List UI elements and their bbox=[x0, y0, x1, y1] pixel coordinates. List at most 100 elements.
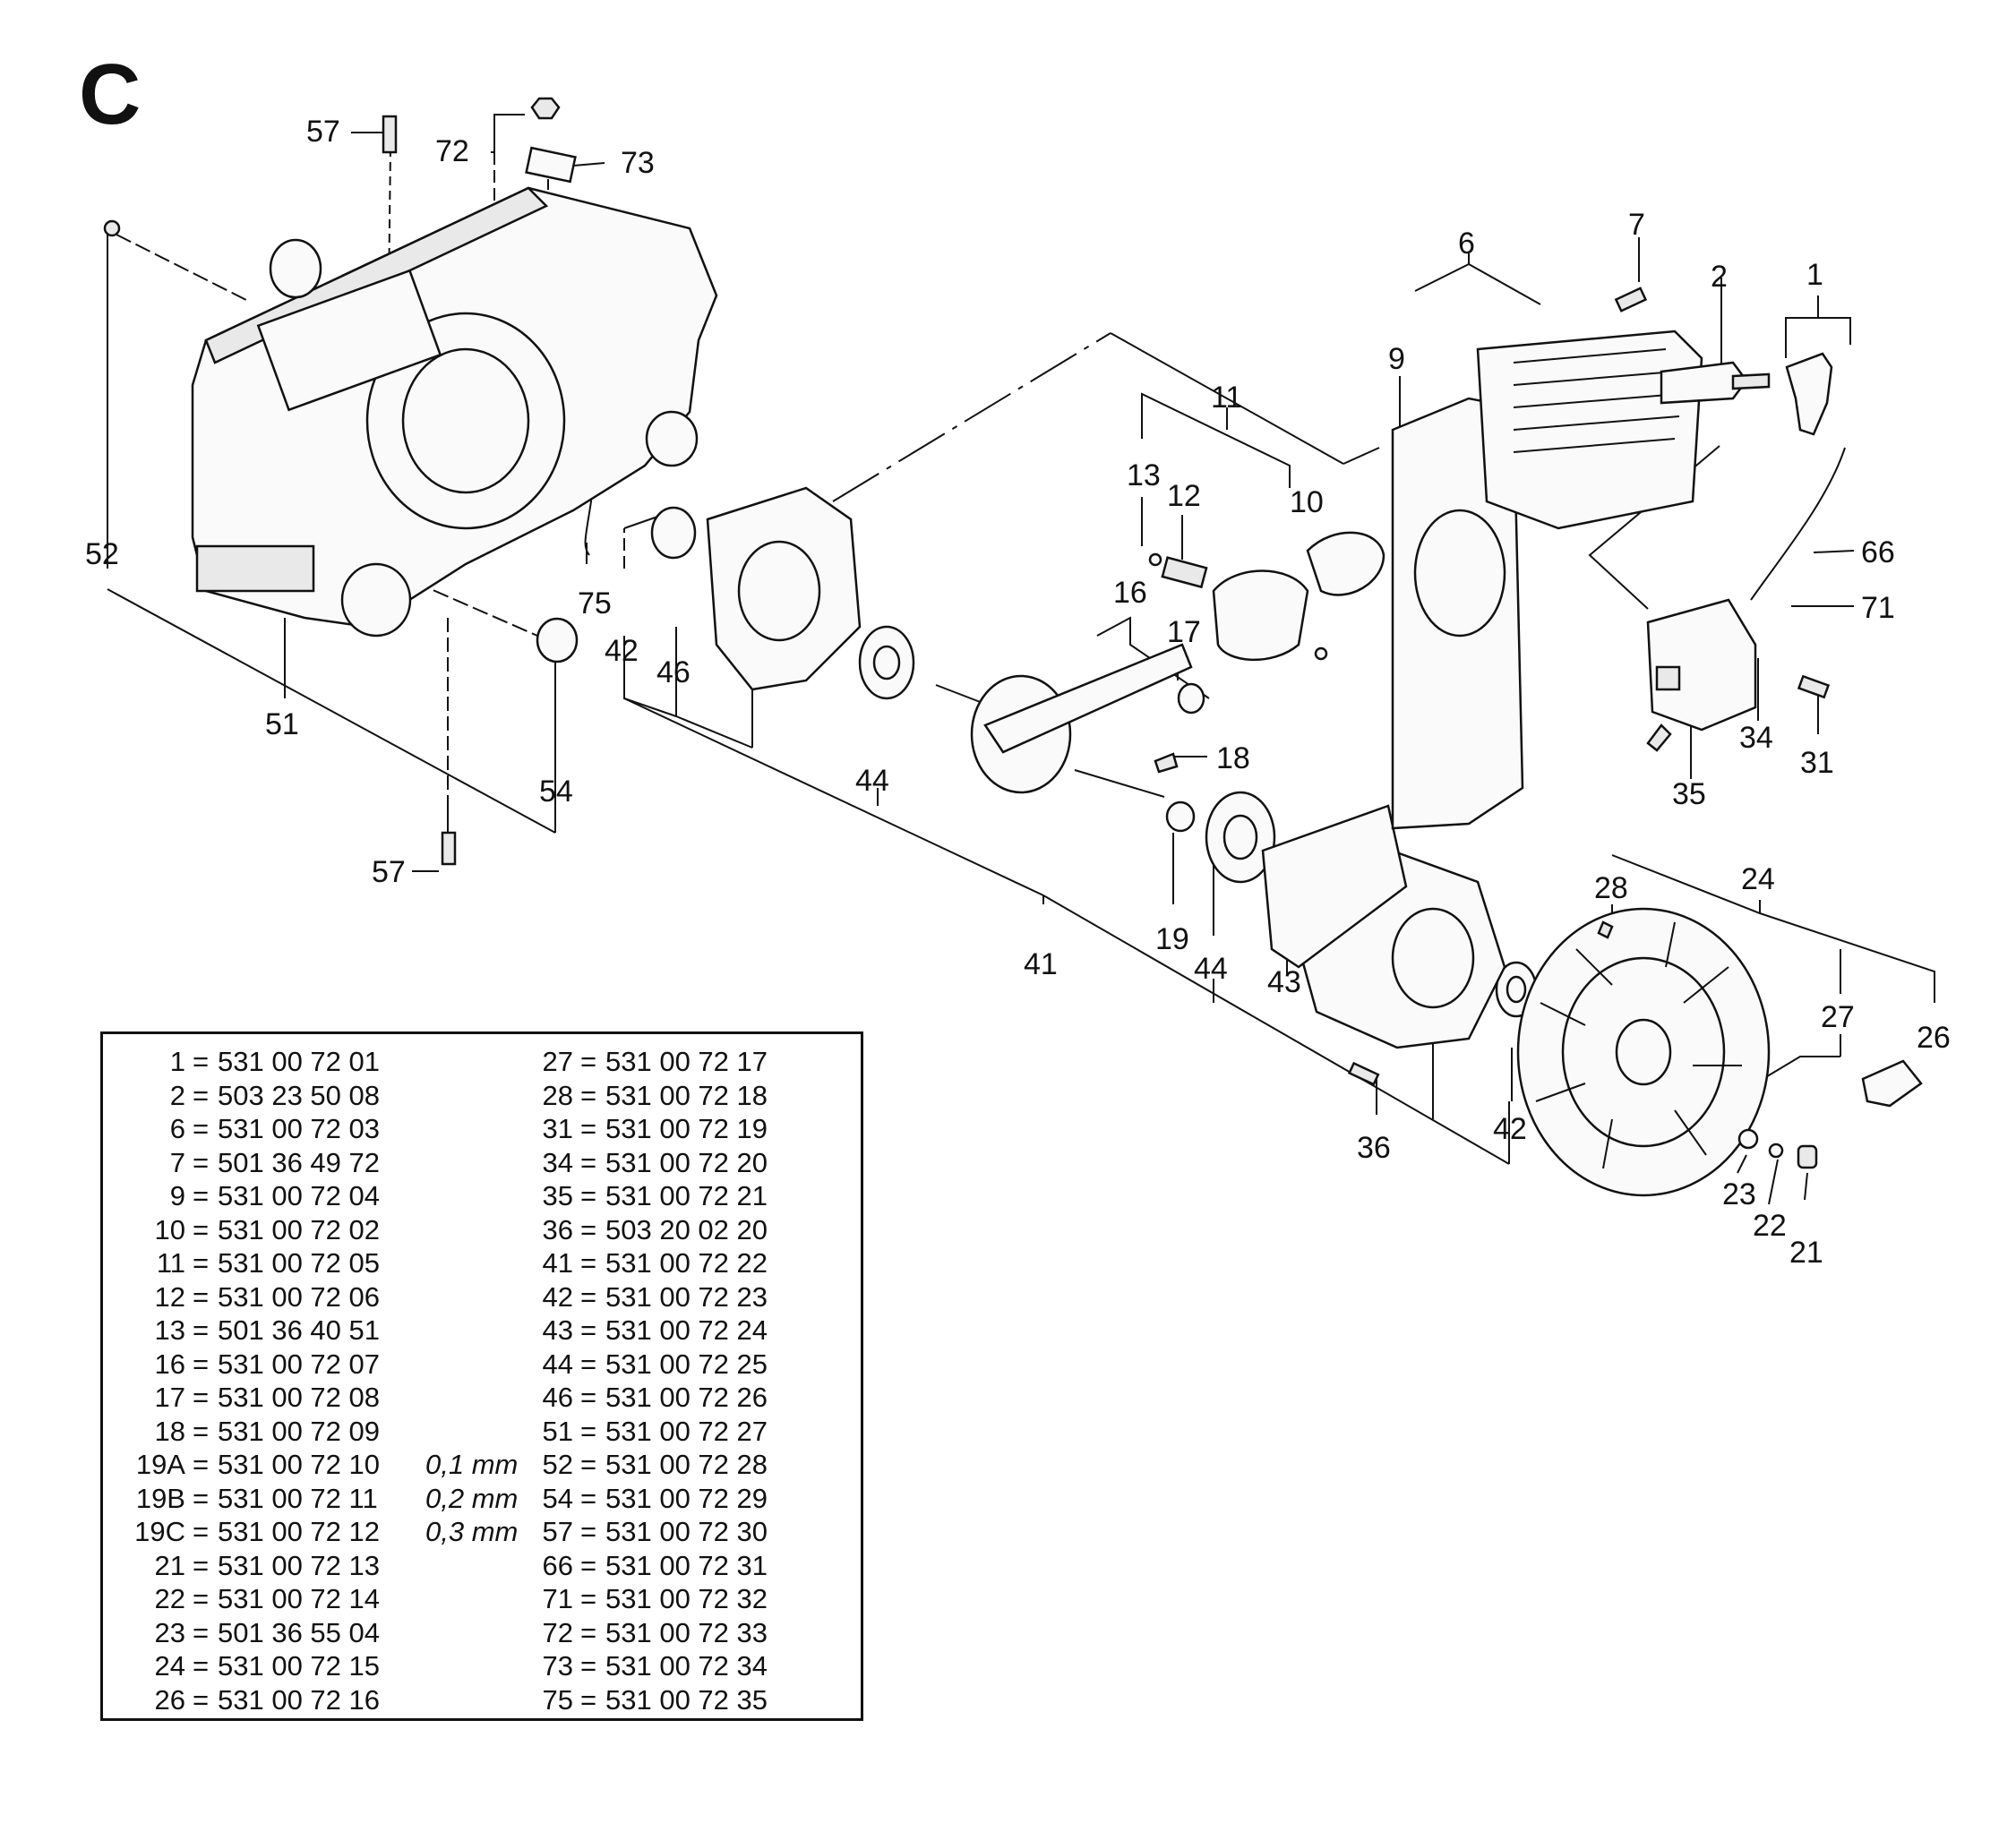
part-ref: 16 bbox=[154, 1348, 185, 1380]
equals-sign: = bbox=[580, 1314, 597, 1346]
parts-table-row: 44=531 00 72 25 bbox=[497, 1348, 864, 1382]
parts-table-row: 12=531 00 72 06 bbox=[103, 1280, 497, 1314]
parts-table-row: 35=531 00 72 21 bbox=[497, 1179, 864, 1213]
equals-sign: = bbox=[580, 1583, 597, 1614]
part-ref: 46 bbox=[542, 1382, 573, 1413]
part-ref: 34 bbox=[542, 1146, 573, 1178]
equals-sign: = bbox=[193, 1415, 210, 1447]
callout-23: 23 bbox=[1722, 1177, 1756, 1211]
ignition-module-part bbox=[1646, 598, 1757, 752]
parts-table-row: 51=531 00 72 27 bbox=[497, 1415, 864, 1449]
callout-13: 13 bbox=[1127, 458, 1161, 492]
part-number: 503 20 02 20 bbox=[605, 1213, 768, 1245]
part-ref: 44 bbox=[542, 1348, 573, 1380]
callout-71: 72 bbox=[435, 134, 469, 168]
parts-table-row: 16=531 00 72 07 bbox=[103, 1348, 497, 1382]
parts-table-row: 54=531 00 72 29 bbox=[497, 1482, 864, 1516]
leader-lines bbox=[107, 114, 1935, 1205]
equals-sign: = bbox=[193, 1247, 210, 1279]
part-ref: 23 bbox=[154, 1616, 185, 1648]
parts-table-row: 23=501 36 55 04 bbox=[103, 1616, 497, 1650]
part-number: 531 00 72 26 bbox=[605, 1382, 768, 1413]
equals-sign: = bbox=[193, 1449, 210, 1480]
parts-table-row: 75=531 00 72 35 bbox=[497, 1683, 864, 1717]
part-number: 531 00 72 30 bbox=[605, 1516, 768, 1547]
part-ref: 22 bbox=[154, 1583, 185, 1614]
equals-sign: = bbox=[580, 1079, 597, 1111]
part-ref: 26 bbox=[154, 1683, 185, 1716]
callout-54: 54 bbox=[539, 775, 573, 809]
callout-18: 18 bbox=[1216, 741, 1250, 775]
parts-table-row: 26=531 00 72 16 bbox=[103, 1683, 497, 1717]
parts-table-row: 1=531 00 72 01 bbox=[103, 1045, 497, 1079]
part-number: 531 00 72 27 bbox=[605, 1415, 768, 1447]
callout-12: 12 bbox=[1167, 479, 1201, 513]
part-note: 0,2 mm bbox=[425, 1482, 519, 1514]
callout-1: 1 bbox=[1806, 258, 1823, 292]
parts-table-row: 73=531 00 72 34 bbox=[497, 1649, 864, 1683]
callout-34: 34 bbox=[1739, 721, 1773, 755]
equals-sign: = bbox=[193, 1079, 210, 1111]
crankcase-half-parts bbox=[706, 486, 1506, 1049]
part-ref: 41 bbox=[542, 1247, 573, 1279]
part-number: 531 00 72 12 bbox=[218, 1516, 381, 1547]
equals-sign: = bbox=[193, 1549, 210, 1581]
callout-42-lower: 42 bbox=[1493, 1112, 1527, 1146]
callout-26: 26 bbox=[1917, 1021, 1951, 1055]
callout-44-lower: 44 bbox=[1194, 952, 1228, 986]
equals-sign: = bbox=[193, 1683, 210, 1716]
callout-57-bottom: 57 bbox=[372, 855, 406, 889]
crankcase-part bbox=[191, 186, 718, 638]
part-ref: 13 bbox=[154, 1314, 185, 1346]
equals-sign: = bbox=[580, 1113, 597, 1144]
equals-sign: = bbox=[193, 1616, 210, 1648]
part-number: 503 23 50 08 bbox=[218, 1079, 381, 1111]
part-ref: 10 bbox=[154, 1213, 185, 1245]
part-number: 531 00 72 35 bbox=[605, 1683, 768, 1716]
part-ref: 27 bbox=[542, 1046, 573, 1077]
callout-35: 35 bbox=[1672, 777, 1706, 811]
part-note: 0,1 mm bbox=[425, 1449, 519, 1480]
parts-table-row: 18=531 00 72 09 bbox=[103, 1415, 497, 1449]
parts-table-row: 2=503 23 50 08 bbox=[103, 1079, 497, 1113]
callout-66: 66 bbox=[1861, 535, 1895, 569]
part-ref: 7 bbox=[169, 1146, 185, 1178]
parts-table-row: 28=531 00 72 18 bbox=[497, 1079, 864, 1113]
equals-sign: = bbox=[193, 1650, 210, 1682]
callout-42-left: 42 bbox=[605, 634, 639, 668]
cylinder-and-gasket-parts bbox=[1391, 330, 1846, 830]
part-number: 531 00 72 32 bbox=[605, 1583, 768, 1614]
part-ref: 6 bbox=[169, 1113, 185, 1144]
part-number: 531 00 72 13 bbox=[218, 1549, 381, 1581]
part-ref: 24 bbox=[154, 1650, 185, 1682]
callout-16: 16 bbox=[1113, 576, 1147, 610]
equals-sign: = bbox=[580, 1650, 597, 1682]
equals-sign: = bbox=[193, 1213, 210, 1245]
part-ref: 19A bbox=[135, 1449, 185, 1480]
part-number: 531 00 72 19 bbox=[605, 1113, 768, 1144]
callout-22: 22 bbox=[1753, 1209, 1787, 1243]
equals-sign: = bbox=[580, 1616, 597, 1648]
callout-27: 27 bbox=[1821, 1000, 1855, 1034]
part-ref: 72 bbox=[542, 1616, 573, 1648]
equals-sign: = bbox=[193, 1280, 210, 1313]
callout-17: 17 bbox=[1167, 615, 1201, 649]
parts-table-row: 52=531 00 72 28 bbox=[497, 1448, 864, 1482]
parts-table-row: 72=531 00 72 33 bbox=[497, 1616, 864, 1650]
parts-table-row: 13=501 36 40 51 bbox=[103, 1314, 497, 1348]
part-number: 531 00 72 08 bbox=[218, 1382, 381, 1413]
part-ref: 36 bbox=[542, 1213, 573, 1245]
callout-41: 41 bbox=[1024, 947, 1058, 981]
callout-36: 36 bbox=[1357, 1131, 1391, 1165]
callout-10: 10 bbox=[1290, 485, 1324, 519]
callout-73: 75 bbox=[578, 586, 612, 621]
parts-table-row: 9=531 00 72 04 bbox=[103, 1179, 497, 1213]
callout-43: 43 bbox=[1267, 965, 1301, 999]
part-number: 531 00 72 04 bbox=[218, 1180, 381, 1211]
part-number: 531 00 72 31 bbox=[605, 1549, 768, 1581]
part-ref: 35 bbox=[542, 1180, 573, 1211]
equals-sign: = bbox=[580, 1146, 597, 1178]
part-number: 531 00 72 20 bbox=[605, 1146, 768, 1178]
